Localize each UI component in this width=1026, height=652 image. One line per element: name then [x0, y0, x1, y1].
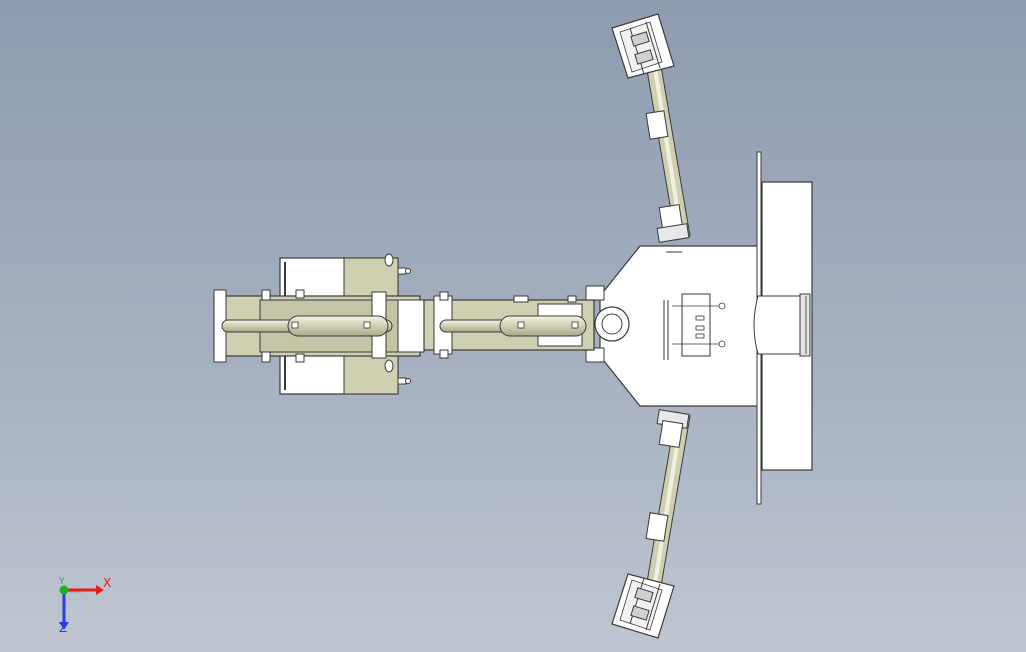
triad-y-label: Y: [59, 577, 65, 587]
triad-x-label: X: [103, 576, 112, 590]
bucket-cylinder[interactable]: [221, 315, 393, 337]
swing-pivot-mount[interactable]: [585, 285, 630, 363]
boom-cylinder[interactable]: [439, 315, 587, 337]
rear-blade[interactable]: [753, 151, 813, 505]
lower-stabilizer-pad[interactable]: [611, 573, 675, 639]
control-panel[interactable]: [672, 293, 726, 357]
upper-outrigger-arm[interactable]: [645, 59, 691, 243]
triad-z-label: Z: [59, 621, 68, 635]
orientation-triad[interactable]: [59, 585, 104, 630]
y-axis-dot: [59, 585, 69, 595]
upper-stabilizer-pad[interactable]: [611, 13, 675, 79]
lower-outrigger-arm[interactable]: [645, 409, 691, 593]
